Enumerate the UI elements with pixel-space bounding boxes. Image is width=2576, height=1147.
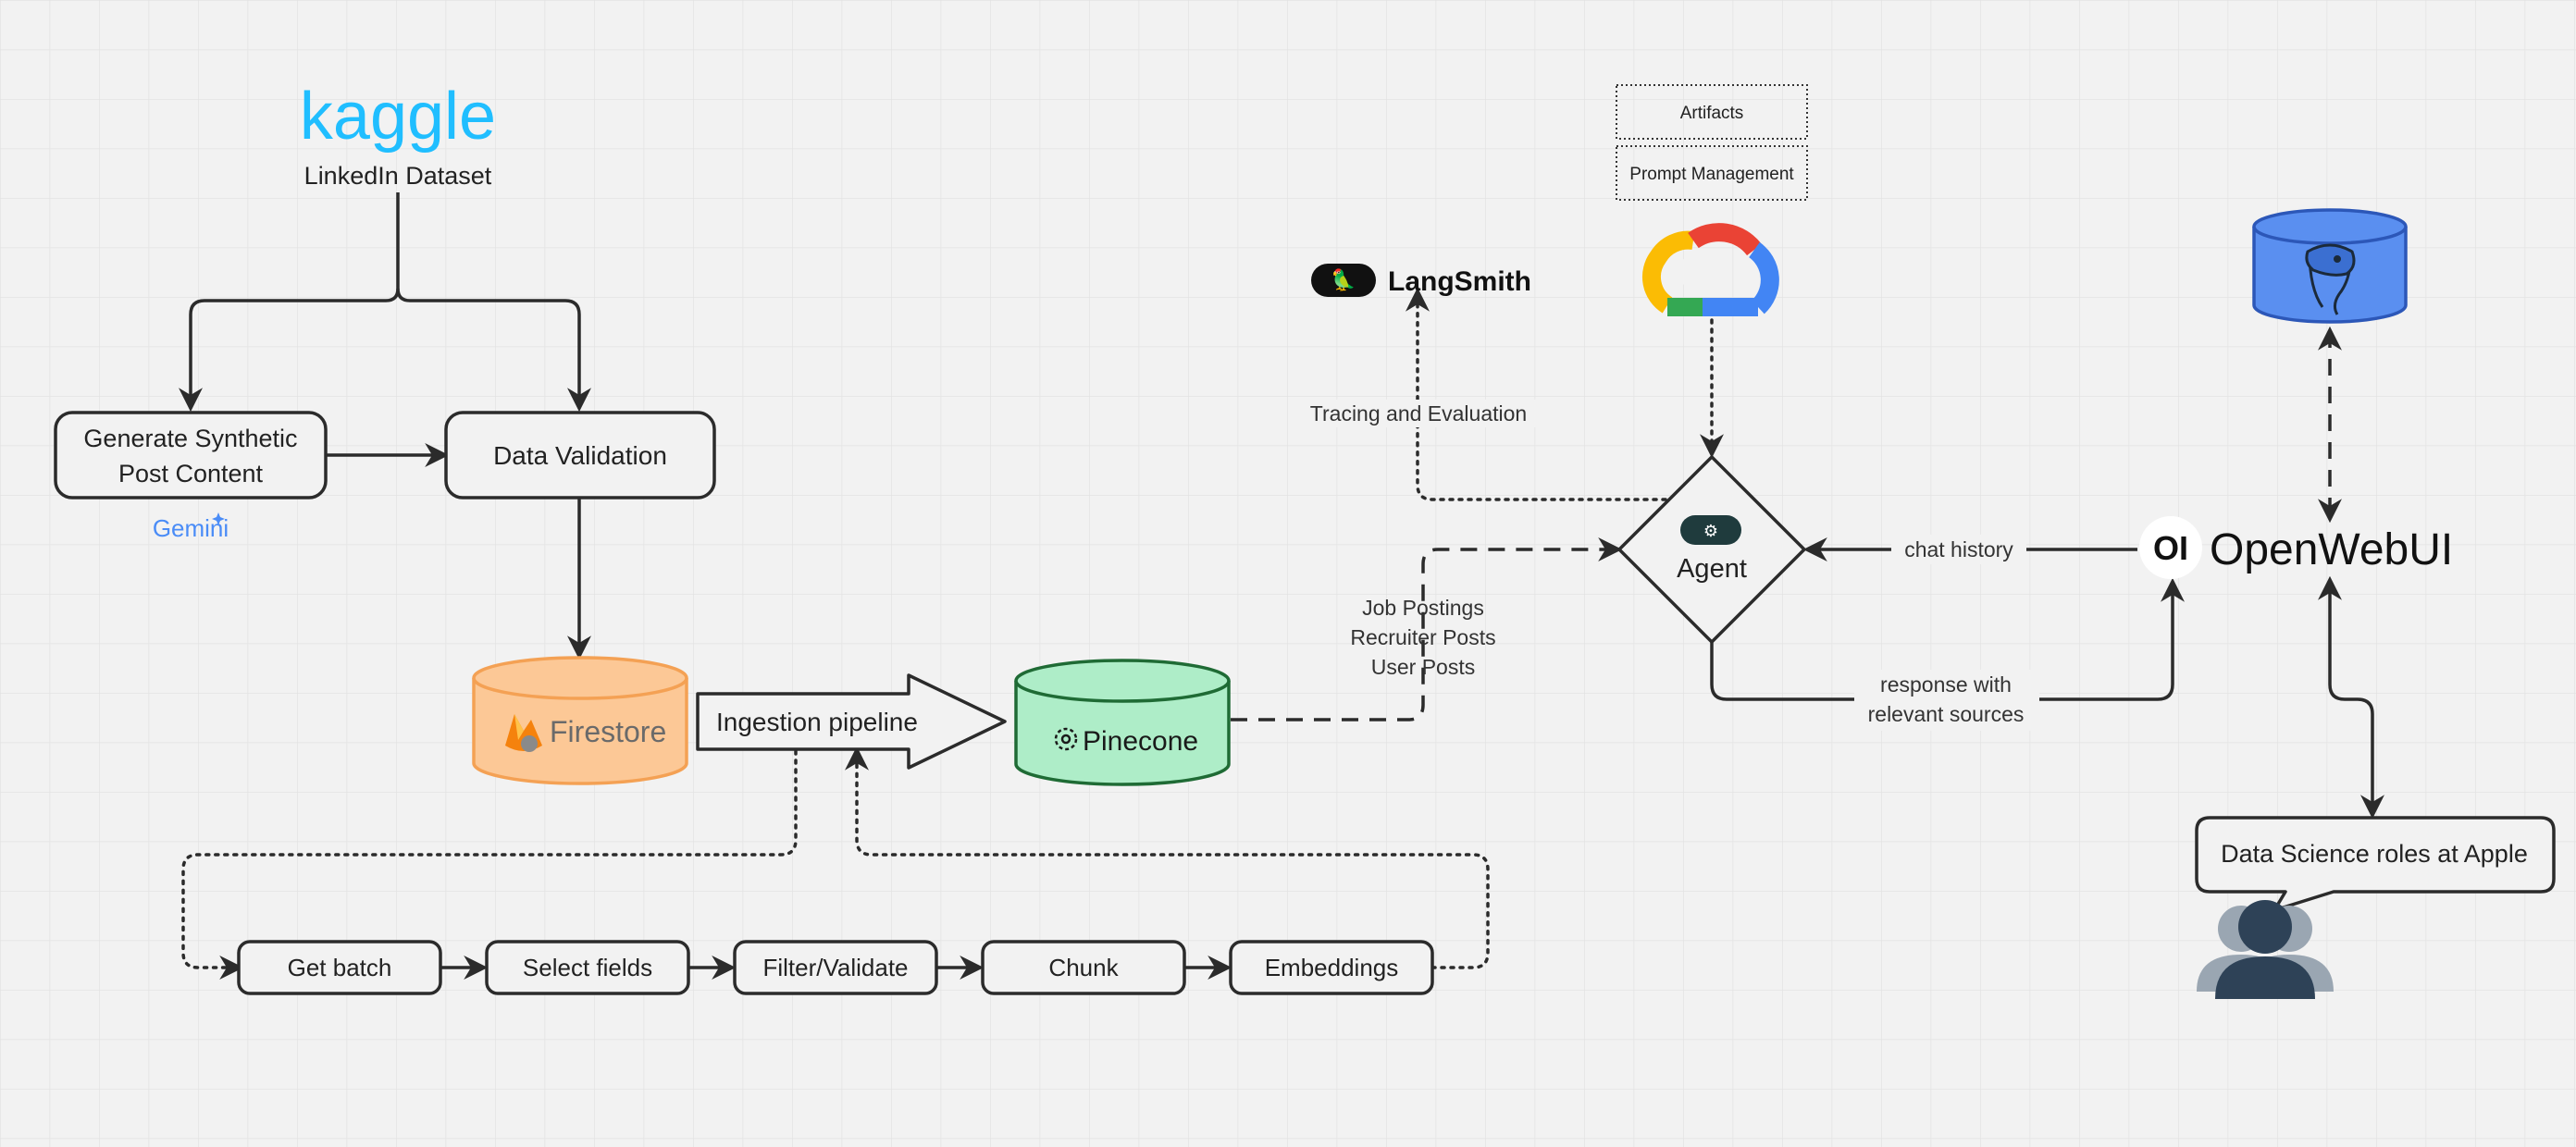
google-cloud-icon[interactable] — [1642, 223, 1779, 316]
pinecone-db[interactable]: Pinecone — [1014, 659, 1231, 786]
prompt-management-box[interactable] — [1616, 145, 1808, 201]
pipeline-step-box[interactable] — [485, 940, 690, 995]
pipeline-step-box[interactable] — [1229, 940, 1434, 995]
openwebui-label: OpenWebUI — [2210, 525, 2453, 574]
langsmith-parrot-icon: 🦜 — [1331, 267, 1356, 292]
artifacts-box[interactable] — [1616, 84, 1808, 140]
firestore-label: Firestore — [550, 715, 666, 748]
firestore-db[interactable]: Firestore — [472, 656, 688, 785]
pipeline-step-label: Get batch — [288, 954, 392, 981]
postgres-elephant-icon — [2305, 243, 2356, 315]
openwebui-logo[interactable]: OI OpenWebUI — [2139, 516, 2453, 579]
pinecone-label: Pinecone — [1083, 726, 1198, 757]
pinecone-logo-icon — [1054, 727, 1078, 751]
retrieval-label-job-postings: Job Postings — [1362, 596, 1484, 620]
generate-label-line1: Generate Synthetic — [83, 425, 297, 452]
chat-history-label: chat history — [1904, 537, 2013, 561]
langgraph-icon — [1680, 515, 1741, 545]
response-label-line1: response with — [1880, 672, 2012, 697]
validation-label: Data Validation — [493, 441, 667, 470]
artifacts-label: Artifacts — [1680, 104, 1744, 123]
generate-node[interactable] — [54, 411, 328, 500]
langsmith-label: LangSmith — [1388, 266, 1531, 297]
response-label-bg — [1854, 670, 2039, 731]
agent-node[interactable] — [1617, 455, 1806, 644]
pipeline-step[interactable]: Embeddings — [1229, 940, 1434, 995]
pipeline-step-box[interactable] — [733, 940, 938, 995]
tracing-label-bg — [1299, 400, 1540, 427]
pipeline-step[interactable]: Get batch — [237, 940, 442, 995]
pipeline-step-box[interactable] — [237, 940, 442, 995]
tracing-label: Tracing and Evaluation — [1310, 401, 1527, 426]
prompt-management-label: Prompt Management — [1629, 165, 1794, 184]
edge-openwebui-user — [2318, 575, 2384, 820]
response-label-line2: relevant sources — [1868, 702, 2025, 726]
edge-dataset-to-validation — [396, 288, 591, 413]
kaggle-logo: kaggle — [300, 80, 496, 154]
pipeline-step-box[interactable] — [981, 940, 1186, 995]
pipeline-step-label: Embeddings — [1265, 954, 1399, 981]
generate-label-line2: Post Content — [118, 460, 264, 487]
chat-history-label-bg — [1891, 535, 2026, 564]
langgraph-glyph: ⚙ — [1703, 522, 1718, 540]
pipeline-step[interactable]: Select fields — [485, 940, 690, 995]
postgres-db[interactable] — [2252, 208, 2408, 324]
edge-agent-to-langsmith — [1406, 287, 1667, 501]
pipeline-step[interactable]: Chunk — [981, 940, 1186, 995]
ingestion-pipeline-arrow[interactable] — [696, 673, 1007, 770]
validation-node[interactable] — [444, 411, 716, 500]
edge-ingestion-to-getbatch — [181, 749, 798, 980]
retrieval-label-recruiter-posts: Recruiter Posts — [1350, 625, 1495, 649]
users-icon — [2197, 900, 2334, 999]
pipeline-step-label: Select fields — [523, 954, 652, 981]
agent-label: Agent — [1677, 554, 1747, 584]
pipeline-step[interactable]: Filter/Validate — [733, 940, 938, 995]
dataset-label: LinkedIn Dataset — [304, 162, 492, 190]
openwebui-badge — [2139, 516, 2202, 579]
firebase-flame-icon — [505, 714, 542, 752]
openwebui-mark: OI — [2153, 529, 2188, 567]
gemini-sparkle-icon — [212, 512, 225, 525]
edge-embeddings-to-ingestion — [845, 746, 1490, 969]
langsmith-logo[interactable]: 🦜 LangSmith — [1311, 264, 1531, 297]
user-query-text: Data Science roles at Apple — [2221, 840, 2528, 868]
ingestion-label: Ingestion pipeline — [716, 708, 918, 736]
pipeline-steps: Get batch Select fields Filter/Validate Chu… — [237, 940, 1434, 995]
user-query-bubble[interactable] — [2195, 816, 2556, 912]
pipeline-step-label: Filter/Validate — [762, 954, 908, 981]
retrieval-label-user-posts: User Posts — [1371, 655, 1475, 679]
pipeline-step-label: Chunk — [1048, 954, 1119, 981]
